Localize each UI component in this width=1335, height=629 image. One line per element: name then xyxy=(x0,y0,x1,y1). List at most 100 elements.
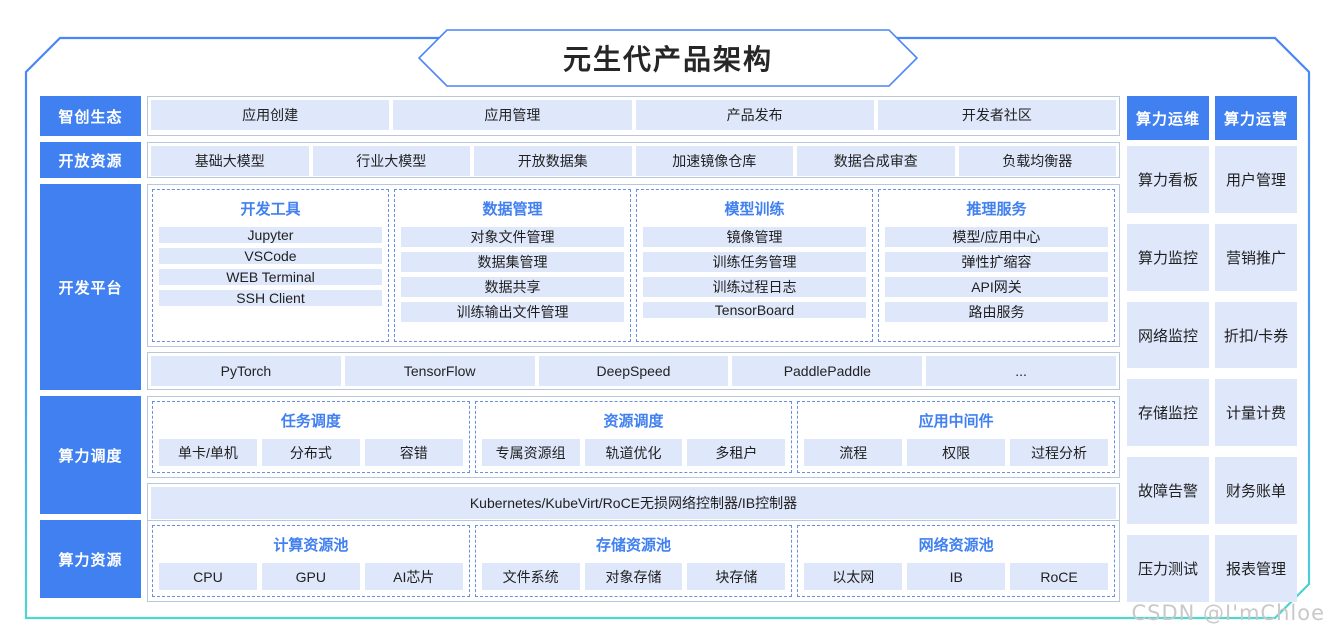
ops-header-compute-ops[interactable]: 算力运维 xyxy=(1127,96,1209,140)
tier-ecosystem: 智创生态 应用创建 应用管理 产品发布 开发者社区 xyxy=(40,96,1120,136)
item-vscode[interactable]: VSCode xyxy=(159,248,382,264)
item-object-file-management[interactable]: 对象文件管理 xyxy=(401,227,624,247)
ops-row: 算力监控 营销推广 xyxy=(1127,223,1297,291)
item-fault-tolerance[interactable]: 容错 xyxy=(364,439,463,466)
item-dedicated-resource-group[interactable]: 专属资源组 xyxy=(481,439,580,466)
cell-deepspeed[interactable]: DeepSpeed xyxy=(538,356,729,386)
ops-panel: 算力运维 算力运营 算力看板 用户管理 算力监控 营销推广 网络监控 折扣/卡券… xyxy=(1127,96,1297,602)
ops-cell-user-management[interactable]: 用户管理 xyxy=(1215,146,1297,213)
item-ethernet[interactable]: 以太网 xyxy=(804,563,903,590)
cell-open-dataset[interactable]: 开放数据集 xyxy=(474,146,632,176)
item-image-management[interactable]: 镜像管理 xyxy=(643,227,866,247)
cell-image-registry[interactable]: 加速镜像仓库 xyxy=(635,146,793,176)
tier-stack: 智创生态 应用创建 应用管理 产品发布 开发者社区 开放资源 基础大模型 行 xyxy=(40,96,1120,602)
group-inference-service: 推理服务 模型/应用中心 弹性扩缩容 API网关 路由服务 xyxy=(878,189,1115,342)
tier-compute-resources: 算力资源 计算资源池 CPU GPU AI芯片 存储资源池 xyxy=(40,520,1120,602)
item-distributed[interactable]: 分布式 xyxy=(261,439,360,466)
ops-cell-marketing-promotion[interactable]: 营销推广 xyxy=(1215,223,1297,291)
cell-paddlepaddle[interactable]: PaddlePaddle xyxy=(732,356,923,386)
group-title-app-middleware: 应用中间件 xyxy=(918,413,994,430)
ops-cell-metering-billing[interactable]: 计量计费 xyxy=(1215,379,1297,447)
tier-label-compute-scheduling: 算力调度 xyxy=(40,396,141,514)
tier-compute-scheduling: 算力调度 任务调度 单卡/单机 分布式 容错 资源调度 xyxy=(40,396,1120,523)
item-model-app-center[interactable]: 模型/应用中心 xyxy=(885,227,1108,247)
group-resource-scheduling: 资源调度 专属资源组 轨道优化 多租户 xyxy=(474,401,793,473)
cell-app-create[interactable]: 应用创建 xyxy=(151,100,390,130)
tier-label-compute-resources: 算力资源 xyxy=(40,520,141,598)
ops-header-compute-operations[interactable]: 算力运营 xyxy=(1215,96,1297,140)
cell-more-frameworks[interactable]: ... xyxy=(926,356,1116,386)
cell-data-synthesis-review[interactable]: 数据合成审查 xyxy=(797,146,955,176)
item-multi-tenant[interactable]: 多租户 xyxy=(687,439,786,466)
item-track-optimization[interactable]: 轨道优化 xyxy=(584,439,683,466)
item-web-terminal[interactable]: WEB Terminal xyxy=(159,269,382,285)
item-training-task-management[interactable]: 训练任务管理 xyxy=(643,252,866,272)
ops-cell-storage-monitoring[interactable]: 存储监控 xyxy=(1127,379,1209,447)
item-permission[interactable]: 权限 xyxy=(907,439,1006,466)
cell-kubernetes-stack[interactable]: Kubernetes/KubeVirt/RoCE无损网络控制器/IB控制器 xyxy=(151,487,1116,519)
scheduling-groups: 任务调度 单卡/单机 分布式 容错 资源调度 专属资源组 轨道优化 xyxy=(147,396,1120,478)
cell-base-model[interactable]: 基础大模型 xyxy=(151,146,309,176)
tier-dev-platform: 开发平台 开发工具 Jupyter VSCode WEB Terminal SS… xyxy=(40,184,1120,390)
group-title-data-management: 数据管理 xyxy=(482,201,543,218)
ops-cell-compute-dashboard[interactable]: 算力看板 xyxy=(1127,146,1209,213)
group-storage-pool: 存储资源池 文件系统 对象存储 块存储 xyxy=(474,525,793,597)
group-title-model-training: 模型训练 xyxy=(724,201,785,218)
item-single-card-machine[interactable]: 单卡/单机 xyxy=(159,439,257,466)
ops-cell-discount-coupon[interactable]: 折扣/卡券 xyxy=(1215,301,1297,369)
cell-dev-community[interactable]: 开发者社区 xyxy=(877,100,1116,130)
cell-pytorch[interactable]: PyTorch xyxy=(151,356,341,386)
group-title-network-pool: 网络资源池 xyxy=(918,537,994,554)
item-block-storage[interactable]: 块存储 xyxy=(687,563,786,590)
item-object-storage[interactable]: 对象存储 xyxy=(584,563,683,590)
item-data-sharing[interactable]: 数据共享 xyxy=(401,277,624,297)
cell-load-balancer[interactable]: 负载均衡器 xyxy=(958,146,1116,176)
ops-cell-compute-monitoring[interactable]: 算力监控 xyxy=(1127,223,1209,291)
tier-label-open-resources: 开放资源 xyxy=(40,142,141,178)
item-file-system[interactable]: 文件系统 xyxy=(481,563,580,590)
item-process-analysis[interactable]: 过程分析 xyxy=(1010,439,1109,466)
group-title-task-scheduling: 任务调度 xyxy=(280,413,341,430)
item-routing-service[interactable]: 路由服务 xyxy=(885,302,1108,322)
page-title: 元生代产品架构 xyxy=(562,44,773,75)
item-api-gateway[interactable]: API网关 xyxy=(885,277,1108,297)
item-elastic-scaling[interactable]: 弹性扩缩容 xyxy=(885,252,1108,272)
item-ssh-client[interactable]: SSH Client xyxy=(159,290,382,306)
ops-row: 故障告警 财务账单 xyxy=(1127,457,1297,525)
title-banner: 元生代产品架构 xyxy=(418,29,918,87)
item-jupyter[interactable]: Jupyter xyxy=(159,227,382,243)
infrastructure-bar: Kubernetes/KubeVirt/RoCE无损网络控制器/IB控制器 xyxy=(147,483,1120,523)
item-ai-chip[interactable]: AI芯片 xyxy=(364,563,463,590)
cell-industry-model[interactable]: 行业大模型 xyxy=(312,146,470,176)
group-data-management: 数据管理 对象文件管理 数据集管理 数据共享 训练输出文件管理 xyxy=(394,189,631,342)
resource-pool-groups: 计算资源池 CPU GPU AI芯片 存储资源池 文件系统 对象存储 xyxy=(147,520,1120,602)
item-ib[interactable]: IB xyxy=(907,563,1006,590)
ops-cell-stress-test[interactable]: 压力测试 xyxy=(1127,535,1209,602)
ops-cell-report-management[interactable]: 报表管理 xyxy=(1215,535,1297,602)
item-training-process-log[interactable]: 训练过程日志 xyxy=(643,277,866,297)
cell-tensorflow[interactable]: TensorFlow xyxy=(344,356,535,386)
group-compute-pool: 计算资源池 CPU GPU AI芯片 xyxy=(152,525,470,597)
ops-row: 压力测试 报表管理 xyxy=(1127,535,1297,602)
ops-row: 存储监控 计量计费 xyxy=(1127,379,1297,447)
ops-row: 网络监控 折扣/卡券 xyxy=(1127,301,1297,369)
group-dev-tools: 开发工具 Jupyter VSCode WEB Terminal SSH Cli… xyxy=(152,189,389,342)
ops-cell-fault-alarm[interactable]: 故障告警 xyxy=(1127,457,1209,525)
item-dataset-management[interactable]: 数据集管理 xyxy=(401,252,624,272)
group-title-storage-pool: 存储资源池 xyxy=(596,537,672,554)
item-cpu[interactable]: CPU xyxy=(159,563,257,590)
ops-cell-network-monitoring[interactable]: 网络监控 xyxy=(1127,301,1209,369)
item-tensorboard[interactable]: TensorBoard xyxy=(643,302,866,318)
cell-product-release[interactable]: 产品发布 xyxy=(635,100,874,130)
group-title-compute-pool: 计算资源池 xyxy=(273,537,349,554)
item-process[interactable]: 流程 xyxy=(804,439,903,466)
row-frame: 应用创建 应用管理 产品发布 开发者社区 xyxy=(147,96,1120,136)
item-roce[interactable]: RoCE xyxy=(1010,563,1109,590)
group-model-training: 模型训练 镜像管理 训练任务管理 训练过程日志 TensorBoard xyxy=(636,189,873,342)
ops-cell-financial-bill[interactable]: 财务账单 xyxy=(1215,457,1297,525)
group-task-scheduling: 任务调度 单卡/单机 分布式 容错 xyxy=(152,401,470,473)
item-training-output-file-management[interactable]: 训练输出文件管理 xyxy=(401,302,624,322)
item-gpu[interactable]: GPU xyxy=(261,563,360,590)
group-app-middleware: 应用中间件 流程 权限 过程分析 xyxy=(797,401,1116,473)
cell-app-manage[interactable]: 应用管理 xyxy=(393,100,632,130)
